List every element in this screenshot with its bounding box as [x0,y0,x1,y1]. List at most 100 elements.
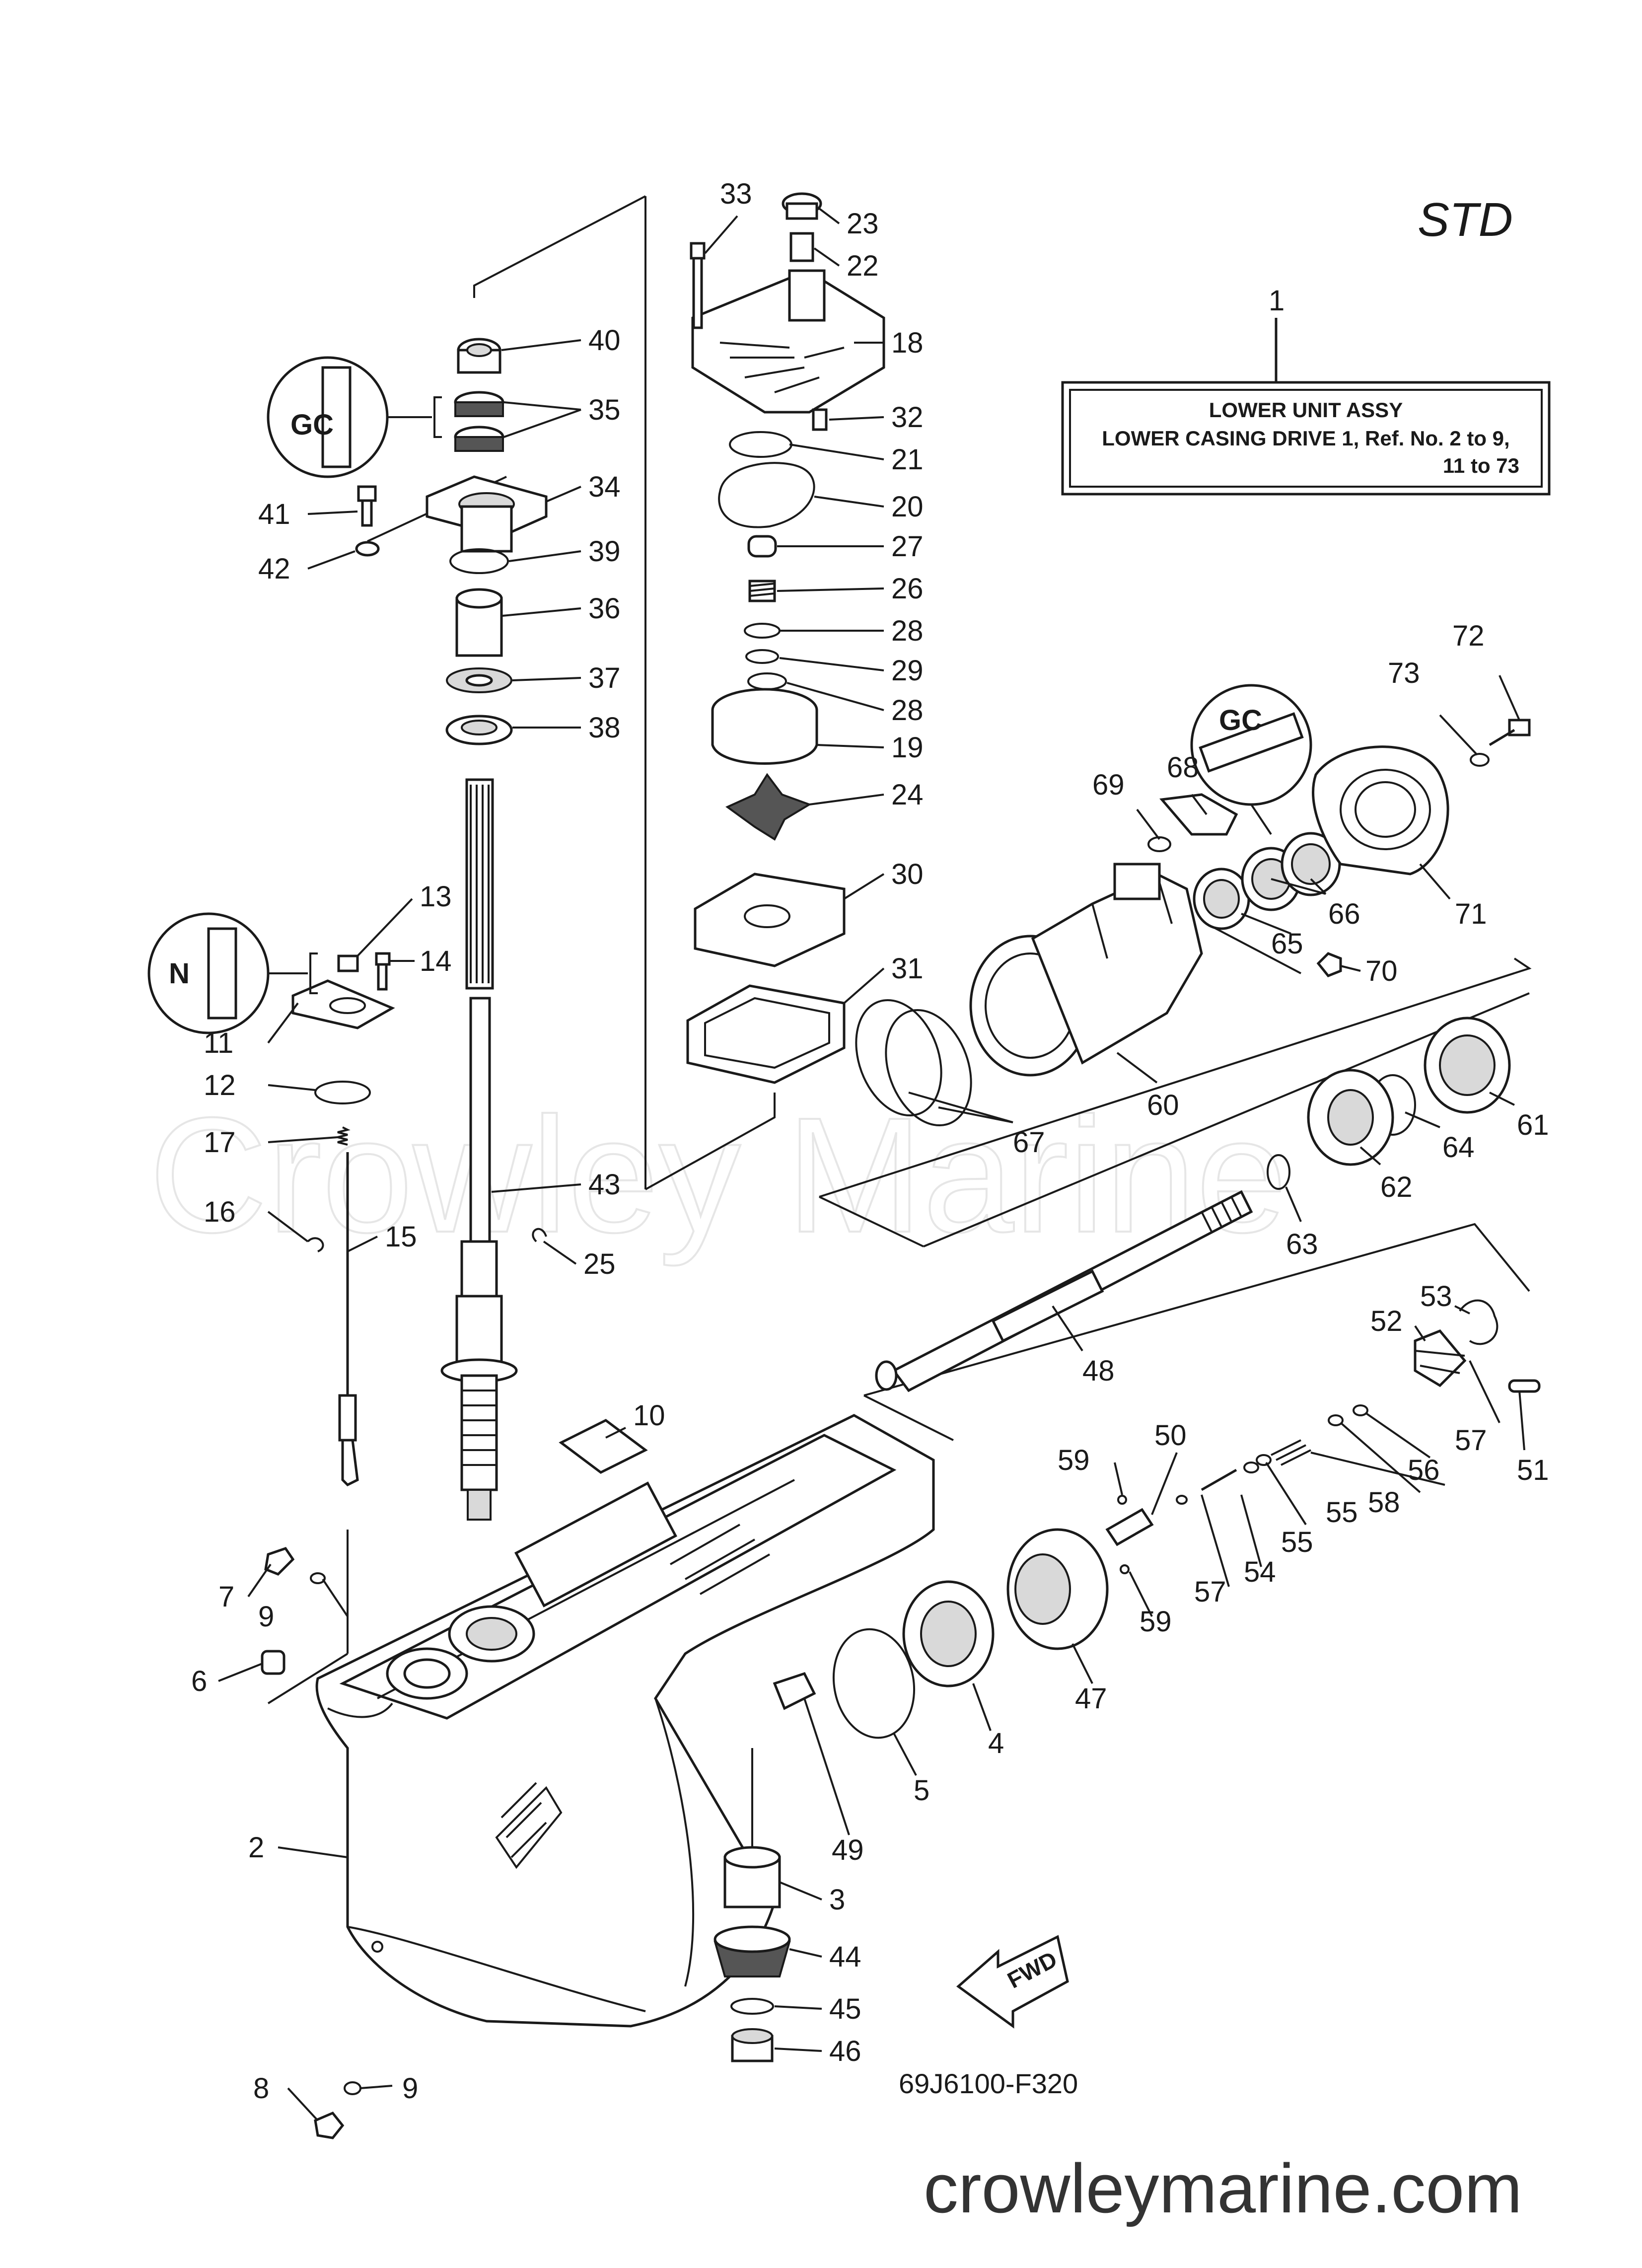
callout-3: 3 [829,1884,845,1916]
callout-38: 38 [588,712,621,744]
callout-62: 62 [1380,1171,1413,1203]
callout-24: 24 [891,779,924,811]
drive-shaft [440,778,518,1521]
callout-1: 1 [1269,285,1285,317]
prop-shaft-housing [969,719,1531,1077]
clutch-assembly [1105,1299,1541,1574]
leader-lines [218,208,1525,2122]
pinion-stack [714,1672,816,2062]
callout-49: 49 [832,1834,864,1866]
forward-gear-group [832,1528,1109,1739]
callout-65: 65 [1271,928,1303,960]
bolt-41 [357,485,377,527]
callout-32: 32 [891,401,924,434]
callout-8: 8 [253,2072,269,2105]
callout-21: 21 [891,443,924,476]
callout-41: 41 [258,498,290,530]
callout-56: 56 [1408,1454,1440,1486]
callout-15: 15 [385,1221,417,1253]
detail-inset-upper: GC [267,356,442,478]
svg-text:GC: GC [290,409,334,441]
callout-66: 66 [1328,898,1360,930]
part-10-plate [559,1419,648,1474]
callout-22: 22 [847,250,879,282]
callout-10: 10 [633,1399,665,1432]
callout-29: 29 [891,655,924,687]
detail-inset-housing: GC [1190,684,1312,835]
callout-59-lower: 59 [1140,1606,1172,1638]
callout-28-upper: 28 [891,615,924,647]
callout-72: 72 [1452,620,1485,652]
callout-45: 45 [829,1993,861,2025]
callout-69: 69 [1092,769,1125,801]
callout-58: 58 [1368,1486,1400,1519]
part-25-clip [532,1228,547,1243]
callout-31: 31 [891,952,924,985]
callout-36: 36 [588,592,621,625]
callout-13: 13 [420,880,452,913]
callout-50: 50 [1154,1419,1187,1452]
callout-59-upper: 59 [1058,1444,1090,1476]
callout-40: 40 [588,324,621,357]
callout-43: 43 [588,1169,621,1201]
callout-33: 33 [720,178,752,210]
callout-18: 18 [891,327,924,359]
callout-57-lower: 57 [1194,1576,1226,1608]
callout-70: 70 [1365,955,1398,987]
callout-30: 30 [891,858,924,890]
assembly-box: LOWER UNIT ASSY LOWER CASING DRIVE 1, Re… [1061,318,1551,496]
callout-20: 20 [891,491,924,523]
callout-37: 37 [588,662,621,694]
callout-19: 19 [891,732,924,764]
callout-39: 39 [588,535,621,568]
drawing-code: 69J6100-F320 [899,2068,1078,2099]
callout-51: 51 [1517,1454,1549,1486]
callout-labels: 33 23 22 18 32 21 20 27 26 28 29 28 19 2… [191,178,1549,2105]
detail-inset-shift: N [147,912,318,1034]
callout-6: 6 [191,1665,207,1697]
callout-23: 23 [847,208,879,240]
callout-67: 67 [1013,1126,1045,1159]
callout-71: 71 [1455,898,1487,930]
callout-57-upper: 57 [1455,1424,1487,1457]
callout-25: 25 [583,1248,616,1280]
callout-42: 42 [258,553,290,585]
callout-26: 26 [891,573,924,605]
callout-54: 54 [1244,1556,1276,1588]
callout-17: 17 [204,1126,236,1159]
propeller-shaft [875,1190,1253,1392]
callout-12: 12 [204,1069,236,1101]
callout-46: 46 [829,2035,861,2067]
callout-48: 48 [1082,1355,1115,1387]
assembly-desc-1: LOWER CASING DRIVE 1, Ref. No. 2 to 9, [1102,427,1509,450]
callout-9-lower: 9 [402,2072,418,2105]
callout-47: 47 [1075,1683,1107,1715]
callout-9-upper: 9 [258,1601,274,1633]
callout-4: 4 [988,1727,1004,1759]
callout-44: 44 [829,1941,861,1973]
callout-73: 73 [1388,657,1420,689]
callout-35: 35 [588,394,621,426]
bearing-gear-group [855,999,1511,1190]
callout-55-upper: 55 [1326,1496,1358,1529]
callout-63: 63 [1286,1228,1318,1260]
svg-text:N: N [169,957,190,990]
callout-34: 34 [588,471,621,503]
callout-27: 27 [891,530,924,563]
callout-61: 61 [1517,1109,1549,1141]
callout-52: 52 [1370,1305,1403,1337]
website-text: crowleymarine.com [924,2149,1522,2227]
callout-16: 16 [204,1196,236,1228]
callout-7: 7 [218,1581,234,1613]
callout-68: 68 [1167,751,1199,784]
std-label: STD [1418,193,1513,246]
assembly-title: LOWER UNIT ASSY [1209,398,1403,422]
lower-casing [315,1414,935,2028]
fwd-arrow: FWD [956,1935,1069,2029]
water-pump [686,192,885,1084]
upper-seal-stack [426,338,548,745]
washer-42 [355,541,380,557]
callout-14: 14 [420,945,452,977]
callout-11: 11 [204,1027,233,1059]
